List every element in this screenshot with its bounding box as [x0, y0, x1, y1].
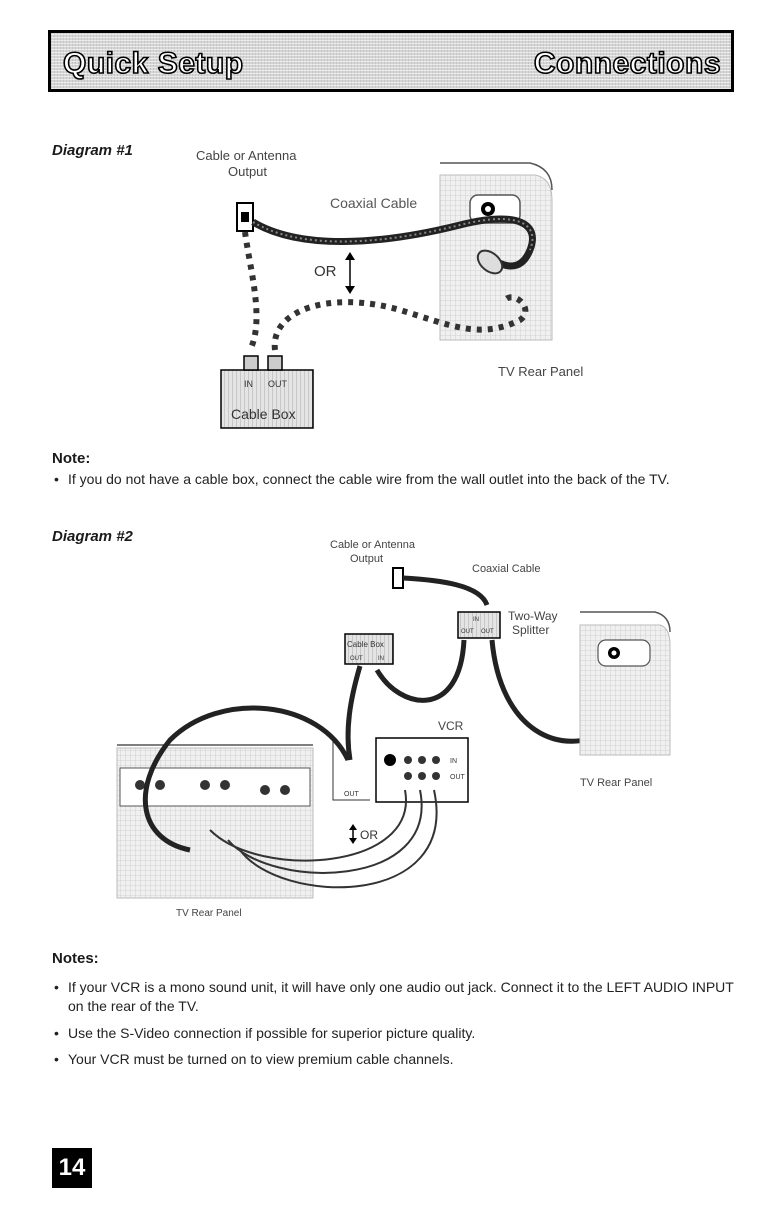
d1-source-label-1: Cable or Antenna [196, 148, 297, 163]
d2-splitter-label-2: Splitter [512, 623, 549, 637]
d2-tv-label-bottom: TV Rear Panel [176, 908, 242, 919]
d2-splitter-out2-label: OUT [481, 629, 494, 635]
note-bullet-item: •If you do not have a cable box, connect… [54, 470, 734, 489]
notes-bullet-text: Use the S-Video connection if possible f… [68, 1025, 476, 1041]
d1-coax-label: Coaxial Cable [330, 195, 417, 211]
d2-av-cable-3 [239, 789, 438, 889]
note-bullet-text: If you do not have a cable box, connect … [68, 471, 670, 487]
notes-bullet-item: •Your VCR must be turned on to view prem… [54, 1050, 734, 1069]
page-number: 14 [52, 1148, 92, 1188]
d1-source-label-2: Output [228, 164, 267, 179]
notes-bullet-text: Your VCR must be turned on to view premi… [68, 1051, 454, 1067]
d2-av-cable-2 [227, 789, 423, 874]
d2-vcr-in-label: IN [450, 758, 457, 765]
note-heading: Note: [52, 450, 91, 467]
d2-cable-box-to-vcr [345, 665, 363, 761]
d1-cable-box [220, 369, 314, 429]
d2-source-label-2: Output [350, 553, 383, 565]
notes-bullet-item: •If your VCR is a mono sound unit, it wi… [54, 979, 734, 1014]
d2-cable-vcr-to-tv [142, 705, 351, 853]
notes-bullet-text: If your VCR is a mono sound unit, it wil… [68, 979, 734, 1014]
d2-tv-label-right: TV Rear Panel [580, 777, 652, 789]
d1-box-in-label: IN [244, 379, 253, 389]
d2-or-label: OR [360, 828, 378, 842]
d2-cable-box-label: Cable Box [347, 640, 384, 649]
notes-heading: Notes: [52, 950, 99, 967]
d2-vcr-rf-out-label: OUT [344, 791, 360, 798]
d2-vcr-out-label: OUT [450, 774, 466, 781]
d1-tv-rear-panel-label: TV Rear Panel [498, 364, 583, 379]
header-title-quick-setup: Quick Setup [62, 46, 244, 81]
diagram-2-figure: Cable or Antenna Output Coaxial Cable IN… [116, 539, 671, 919]
d2-coax-label: Coaxial Cable [472, 563, 540, 575]
d2-box-out-label: OUT [350, 656, 363, 662]
d2-splitter-in-label: IN [473, 617, 479, 623]
diagram-1-figure: Cable or Antenna Output Coaxial Cable OR… [196, 148, 583, 429]
d1-cable-box-label: Cable Box [231, 406, 296, 422]
d2-splitter-out1-label: OUT [461, 629, 474, 635]
d1-dashed-cable-left [242, 231, 260, 352]
diagram-1-label: Diagram #1 [52, 142, 133, 159]
notes-bullet-item: •Use the S-Video connection if possible … [54, 1024, 734, 1043]
d2-cable-box [344, 633, 394, 665]
d1-box-out-label: OUT [268, 379, 288, 389]
header-title-connections: Connections [533, 46, 721, 81]
diagram-2-label: Diagram #2 [52, 528, 133, 545]
d2-two-way-splitter [457, 611, 501, 639]
d1-dashed-cable-right [271, 294, 529, 351]
d2-wall-outlet [392, 567, 404, 589]
d2-splitter-label-1: Two-Way [508, 609, 558, 623]
d2-vcr-label: VCR [438, 719, 464, 733]
d2-box-in-label: IN [378, 656, 384, 662]
section-header-banner: Quick Setup Connections [48, 30, 734, 92]
d2-cable-splitter-to-box [374, 639, 467, 703]
d2-source-label-1: Cable or Antenna [330, 539, 416, 551]
d2-coax-to-splitter [402, 575, 490, 607]
d2-vcr [375, 737, 469, 803]
d1-or-label: OR [314, 263, 337, 280]
